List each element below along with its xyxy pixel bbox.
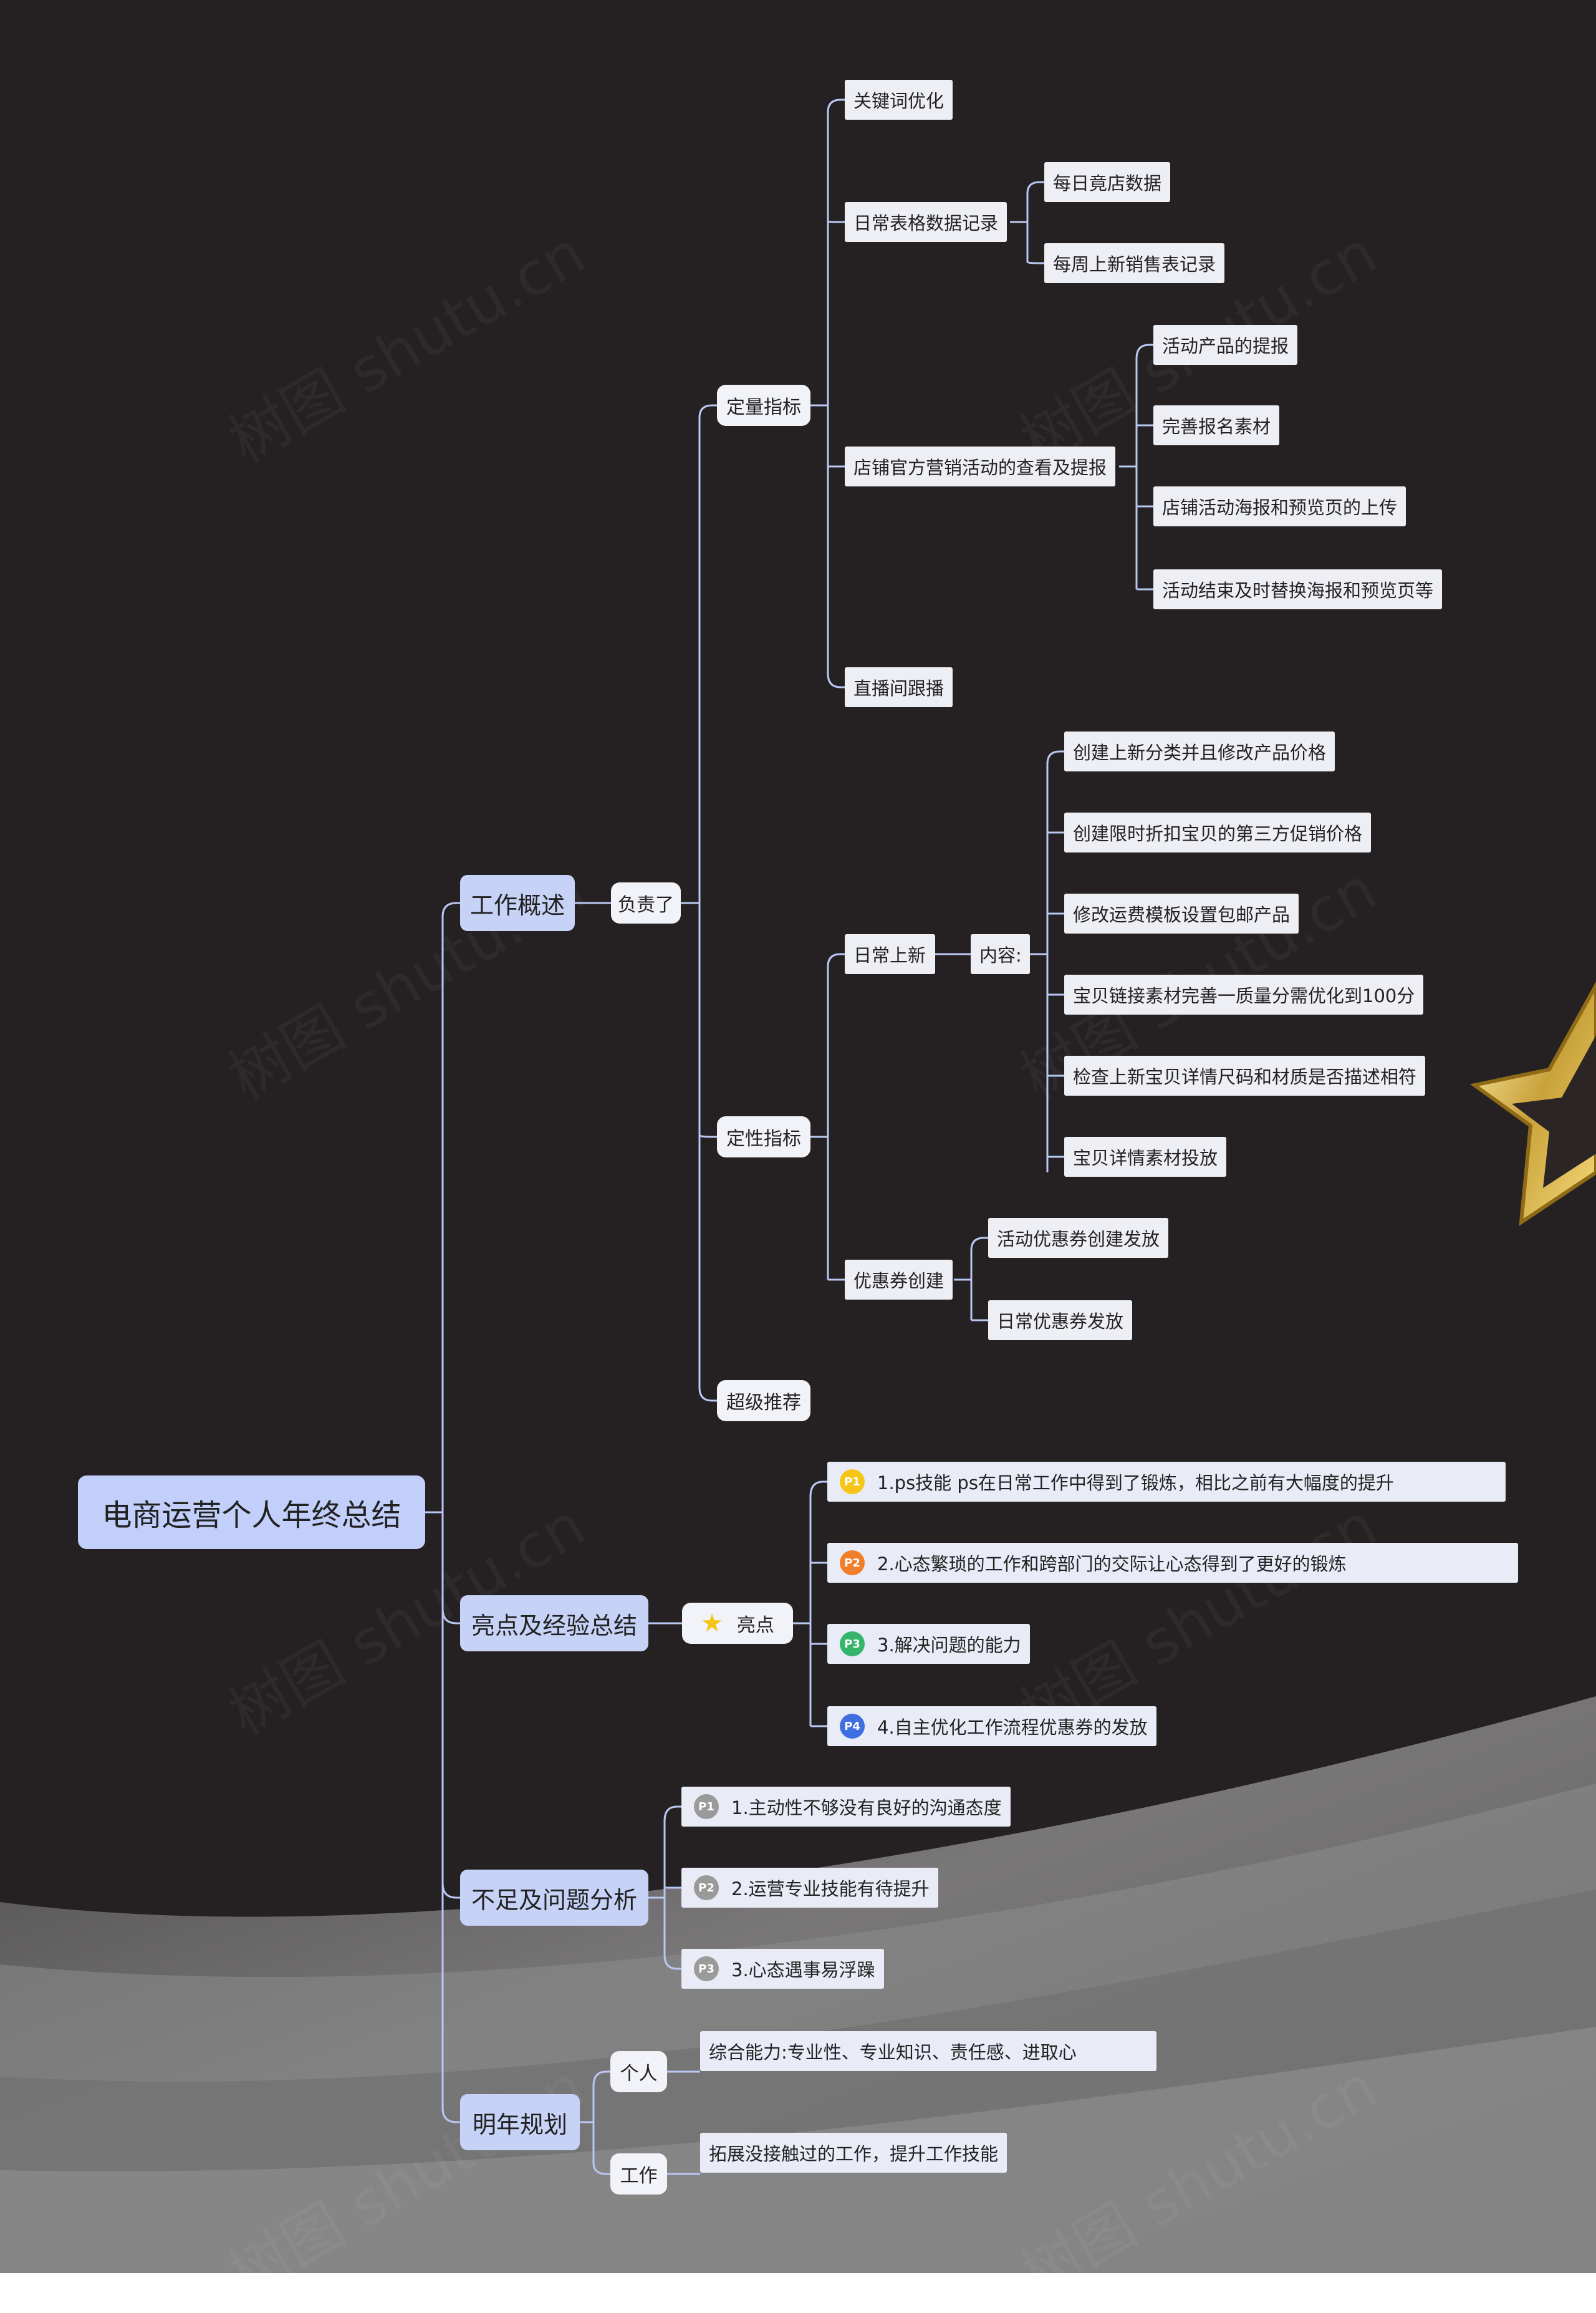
highlight-item[interactable]: P1 1.ps技能 ps在日常工作中得到了锻炼，相比之前有大幅度的提升 <box>827 1462 1506 1502</box>
connector-highlight[interactable]: ★ 亮点 <box>682 1603 793 1644</box>
priority-3-icon: P3 <box>694 1956 719 1981</box>
problem-item[interactable]: P1 1.主动性不够没有良好的沟通态度 <box>681 1787 1011 1827</box>
leaf-replace-posters[interactable]: 活动结束及时替换海报和预览页等 <box>1153 569 1443 609</box>
leaf-check-size-material[interactable]: 检查上新宝贝详情尺码和材质是否描述相符 <box>1064 1056 1426 1096</box>
leaf-activity-product-submit[interactable]: 活动产品的提报 <box>1153 325 1298 365</box>
leaf-detail-materials[interactable]: 宝贝详情素材投放 <box>1064 1137 1227 1177</box>
leaf-daily-competitor-data[interactable]: 每日竟店数据 <box>1044 162 1171 202</box>
node-personal[interactable]: 个人 <box>610 2051 667 2092</box>
highlight-item[interactable]: P3 3.解决问题的能力 <box>827 1624 1030 1664</box>
leaf-personal-plan[interactable]: 综合能力:专业性、专业知识、责任感、进取心 <box>700 2031 1156 2071</box>
highlight-item[interactable]: P4 4.自主优化工作流程优惠券的发放 <box>827 1706 1156 1746</box>
leaf-flash-discount-price[interactable]: 创建限时折扣宝贝的第三方促销价格 <box>1064 813 1372 852</box>
problem-text: 2.运营专业技能有待提升 <box>731 1878 930 1900</box>
highlight-text: 2.心态繁琐的工作和跨部门的交际让心态得到了更好的锻炼 <box>877 1553 1347 1575</box>
highlight-text: 4.自主优化工作流程优惠券的发放 <box>877 1717 1148 1738</box>
connector-responsible[interactable]: 负责了 <box>611 882 681 924</box>
leaf-activity-coupon[interactable]: 活动优惠券创建发放 <box>988 1218 1169 1258</box>
leaf-daily-coupon[interactable]: 日常优惠券发放 <box>988 1300 1133 1340</box>
star-icon: ★ <box>701 1609 723 1638</box>
node-quantitative[interactable]: 定量指标 <box>717 385 810 426</box>
node-coupon-create[interactable]: 优惠券创建 <box>845 1260 953 1300</box>
problem-text: 1.主动性不够没有良好的沟通态度 <box>731 1797 1002 1818</box>
branch-work-overview[interactable]: 工作概述 <box>460 875 575 931</box>
branch-next-year-plan[interactable]: 明年规划 <box>460 2094 580 2150</box>
leaf-complete-materials[interactable]: 完善报名素材 <box>1153 405 1280 445</box>
connector-highlight-label: 亮点 <box>736 1615 774 1636</box>
branch-highlights[interactable]: 亮点及经验总结 <box>460 1595 648 1651</box>
priority-2-icon: P2 <box>840 1550 865 1575</box>
highlight-text: 1.ps技能 ps在日常工作中得到了锻炼，相比之前有大幅度的提升 <box>877 1472 1394 1494</box>
leaf-keyword-optimization[interactable]: 关键词优化 <box>845 80 953 120</box>
priority-3-icon: P3 <box>840 1631 865 1656</box>
node-work-plan[interactable]: 工作 <box>610 2153 667 2195</box>
node-table-record[interactable]: 日常表格数据记录 <box>845 202 1007 242</box>
node-official-activity[interactable]: 店铺官方营销活动的查看及提报 <box>845 447 1116 486</box>
node-super-recommend[interactable]: 超级推荐 <box>717 1380 810 1421</box>
leaf-weekly-sales-record[interactable]: 每周上新销售表记录 <box>1044 243 1225 283</box>
leaf-new-category-price[interactable]: 创建上新分类并且修改产品价格 <box>1064 732 1335 771</box>
highlight-item[interactable]: P2 2.心态繁琐的工作和跨部门的交际让心态得到了更好的锻炼 <box>827 1543 1518 1583</box>
priority-1-icon: P1 <box>840 1469 865 1494</box>
leaf-upload-posters[interactable]: 店铺活动海报和预览页的上传 <box>1153 486 1406 526</box>
node-new-listing[interactable]: 日常上新 <box>845 934 935 974</box>
priority-4-icon: P4 <box>840 1714 865 1739</box>
highlight-text: 3.解决问题的能力 <box>877 1635 1021 1656</box>
gold-star-decoration <box>1469 981 1596 1227</box>
problem-text: 3.心态遇事易浮躁 <box>731 1959 875 1981</box>
problem-item[interactable]: P3 3.心态遇事易浮躁 <box>681 1949 884 1989</box>
leaf-work-plan[interactable]: 拓展没接触过的工作，提升工作技能 <box>700 2133 1007 2173</box>
priority-2-icon: P2 <box>694 1875 719 1900</box>
leaf-shipping-template[interactable]: 修改运费模板设置包邮产品 <box>1064 894 1299 934</box>
leaf-live-streaming[interactable]: 直播间跟播 <box>845 667 953 707</box>
node-content-label[interactable]: 内容: <box>971 934 1030 974</box>
problem-item[interactable]: P2 2.运营专业技能有待提升 <box>681 1868 938 1908</box>
priority-1-icon: P1 <box>694 1794 719 1819</box>
branch-problems[interactable]: 不足及问题分析 <box>460 1870 648 1926</box>
leaf-quality-score[interactable]: 宝贝链接素材完善一质量分需优化到100分 <box>1064 975 1424 1015</box>
node-qualitative[interactable]: 定性指标 <box>717 1116 810 1157</box>
root-topic[interactable]: 电商运营个人年终总结 <box>78 1475 425 1549</box>
